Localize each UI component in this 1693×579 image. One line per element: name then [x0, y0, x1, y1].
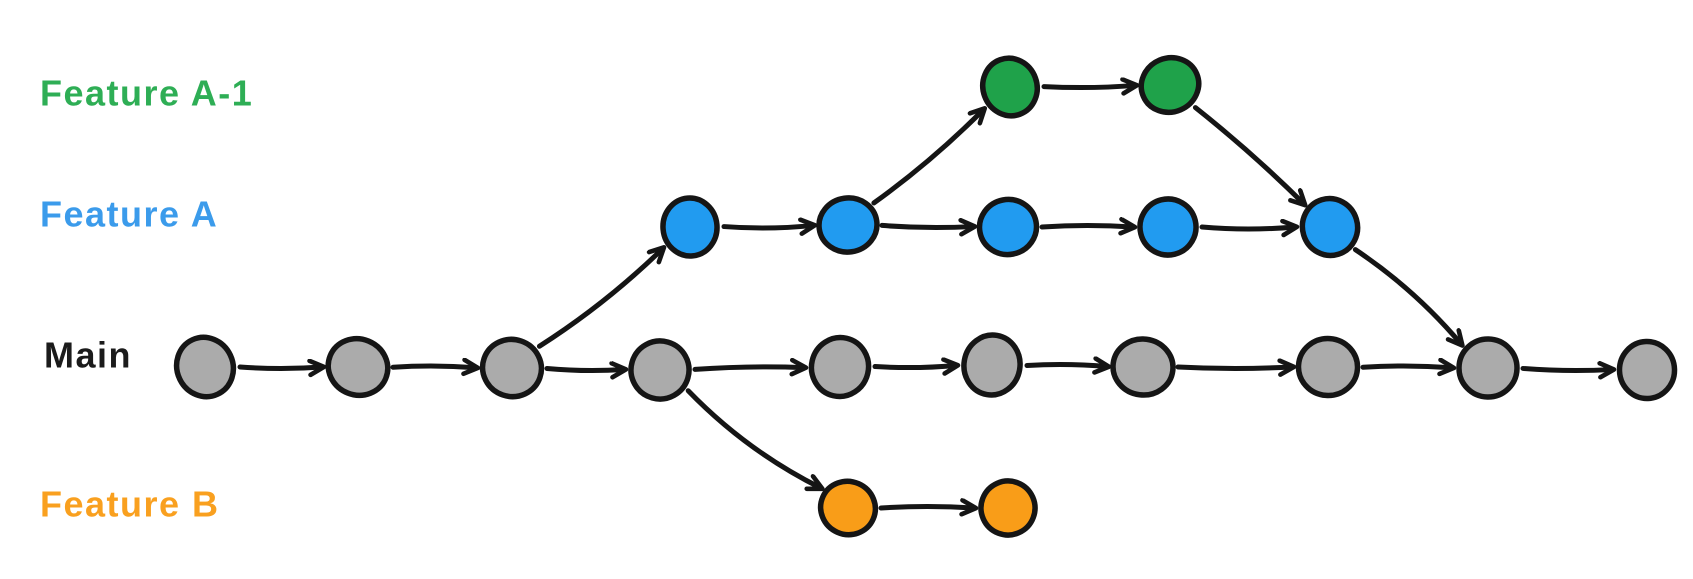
- commit-node-m9: [1456, 336, 1520, 400]
- commit-arrow-m3-a1: [536, 249, 662, 349]
- commit-arrow-a2-a3: [879, 225, 973, 227]
- commit-node-a2: [816, 195, 880, 255]
- commit-node-m6: [961, 332, 1023, 398]
- branch-label-main: Main: [44, 334, 133, 376]
- commit-arrow-a2-g1: [871, 110, 983, 206]
- commit-node-g2: [1138, 54, 1202, 116]
- commit-node-m7: [1110, 336, 1176, 398]
- commit-node-a1: [660, 195, 720, 259]
- branch-label-feature-b: Feature B: [40, 483, 220, 525]
- branch-label-feature-a: Feature A: [40, 193, 219, 235]
- commit-arrow-a1-a2: [721, 225, 813, 228]
- commit-arrow-a4-a5: [1199, 227, 1295, 229]
- commit-arrow-m8-m9: [1360, 366, 1452, 368]
- commit-node-b1: [817, 478, 879, 538]
- commit-node-b2: [978, 478, 1038, 538]
- commit-arrow-m7-m8: [1175, 367, 1292, 369]
- commit-arrow-m5-m6: [872, 365, 956, 367]
- commit-arrow-a5-m9: [1352, 247, 1461, 344]
- commit-node-g1: [980, 55, 1040, 119]
- commit-arrow-g2-a5: [1192, 105, 1303, 204]
- commit-arrow-g1-g2: [1041, 85, 1135, 87]
- commit-node-a4: [1137, 196, 1199, 258]
- branch-label-feature-a1: Feature A-1: [40, 72, 254, 114]
- commit-node-m2: [325, 335, 391, 399]
- commit-arrow-b1-b2: [878, 507, 974, 509]
- commit-arrow-m9-m10: [1520, 368, 1612, 370]
- commit-arrow-m4-m5: [692, 367, 804, 370]
- commit-arrow-m4-b1: [685, 388, 820, 488]
- commit-node-a3: [976, 196, 1040, 258]
- commit-node-m4: [628, 338, 692, 402]
- commit-arrow-m3-m4: [544, 368, 624, 370]
- commit-arrow-m2-m3: [390, 366, 476, 368]
- commit-arrow-a3-a4: [1039, 226, 1133, 228]
- commit-node-m5: [808, 334, 872, 400]
- commit-arrow-m1-m2: [237, 367, 322, 369]
- commit-node-m3: [479, 336, 545, 400]
- commit-node-a5: [1299, 195, 1361, 259]
- commit-node-m8: [1295, 335, 1361, 399]
- commit-arrow-m6-m7: [1024, 364, 1107, 366]
- commit-node-m10: [1616, 338, 1678, 402]
- commit-node-m1: [173, 334, 237, 400]
